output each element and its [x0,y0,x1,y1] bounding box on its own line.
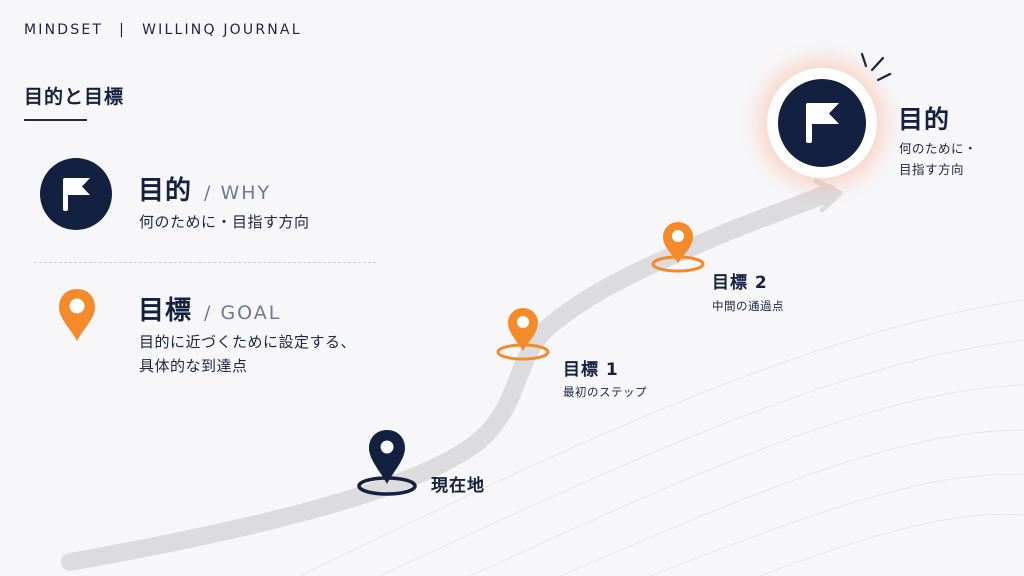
background-curve [299,299,1024,576]
legend-divider [34,262,376,263]
milestone1-label: 目標 1 [563,360,619,380]
purpose-title: 目的 / WHY [138,170,271,207]
purpose-title-text: 目的 [138,176,193,206]
destination-description-line2: 目指す方向 [899,162,965,177]
milestone1-pin [496,308,550,361]
purpose-description: 何のために・目指す方向 [139,213,310,231]
purpose-english: / WHY [204,182,272,204]
destination-badge [767,68,877,178]
sparkle-icon [860,52,892,82]
goal-english: / GOAL [204,302,282,324]
map-pin-icon [59,289,95,341]
road-arrowhead [813,178,843,213]
journal-label: WILLINQ JOURNAL [142,22,302,38]
milestone2-pin [651,222,705,273]
section-title: 目的と目標 [24,86,125,108]
destination-badge-inner [778,79,866,167]
background-curve [759,513,1024,576]
flag-icon [806,103,839,143]
destination-description: 何のために・ 目指す方向 [899,138,1009,180]
goal-description-line2: 具体的な到達点 [139,357,248,375]
goal-title-text: 目標 [138,296,193,326]
section-underline [24,119,87,121]
goal-description: 目的に近づくために設定する、 具体的な到達点 [139,330,356,378]
milestone1-sublabel: 最初のステップ [563,385,647,399]
current-location-pin [357,430,417,496]
destination-description-line1: 何のために・ [899,141,978,156]
goal-title: 目標 / GOAL [138,290,281,327]
header: MINDSET | WILLINQ JOURNAL [24,22,302,38]
background-curve [469,384,1024,576]
background-curve [379,339,1024,576]
milestone2-label: 目標 2 [712,273,768,293]
background-curve [649,474,1024,576]
background-curve [559,429,1024,576]
road-path [61,184,837,571]
header-separator: | [119,22,127,38]
current-location-label: 現在地 [431,476,485,496]
flag-icon [63,178,90,211]
goal-description-line1: 目的に近づくために設定する、 [139,333,357,351]
brand-label: MINDSET [24,22,104,38]
milestone2-sublabel: 中間の通過点 [712,299,784,313]
destination-label: 目的 [898,105,951,134]
purpose-badge [40,158,112,230]
